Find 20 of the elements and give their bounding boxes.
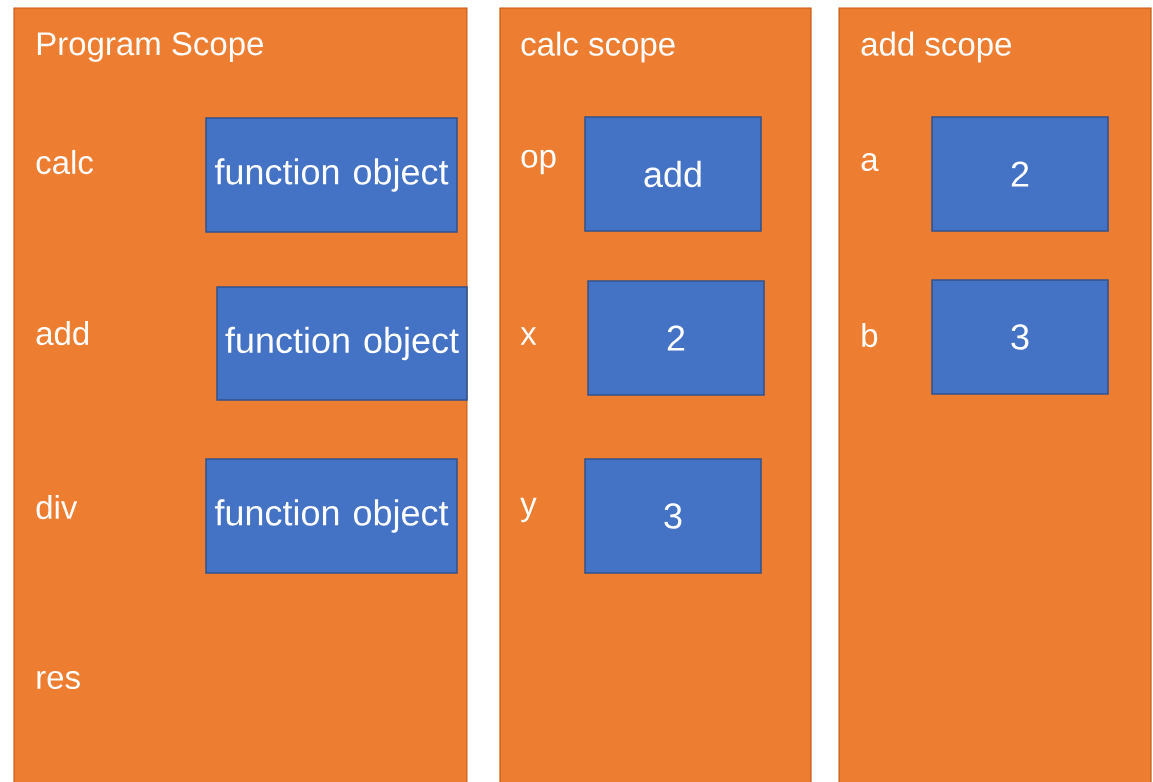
value-box: 3 [584, 458, 762, 574]
variable-name: add [36, 320, 89, 346]
variable-name: calc [36, 149, 93, 175]
variable-name: res [37, 670, 80, 690]
value-box: function object [205, 458, 458, 574]
value-box: 3 [931, 279, 1109, 395]
panel-heading: calc scope [521, 31, 675, 63]
variable-name: op [521, 149, 556, 175]
variable-name: div [36, 494, 78, 520]
variable-name: x [520, 327, 537, 345]
variable-name: y [520, 497, 537, 523]
panel-heading: add scope [861, 31, 1011, 63]
value-box: function object [205, 117, 458, 233]
variable-name: b [862, 322, 878, 348]
variable-name: a [861, 152, 879, 172]
panel-heading: Program Scope [37, 32, 263, 62]
value-box: 2 [931, 116, 1109, 232]
value-box: function object [216, 286, 468, 401]
value-box: 2 [587, 280, 765, 396]
value-box: add [584, 116, 762, 232]
